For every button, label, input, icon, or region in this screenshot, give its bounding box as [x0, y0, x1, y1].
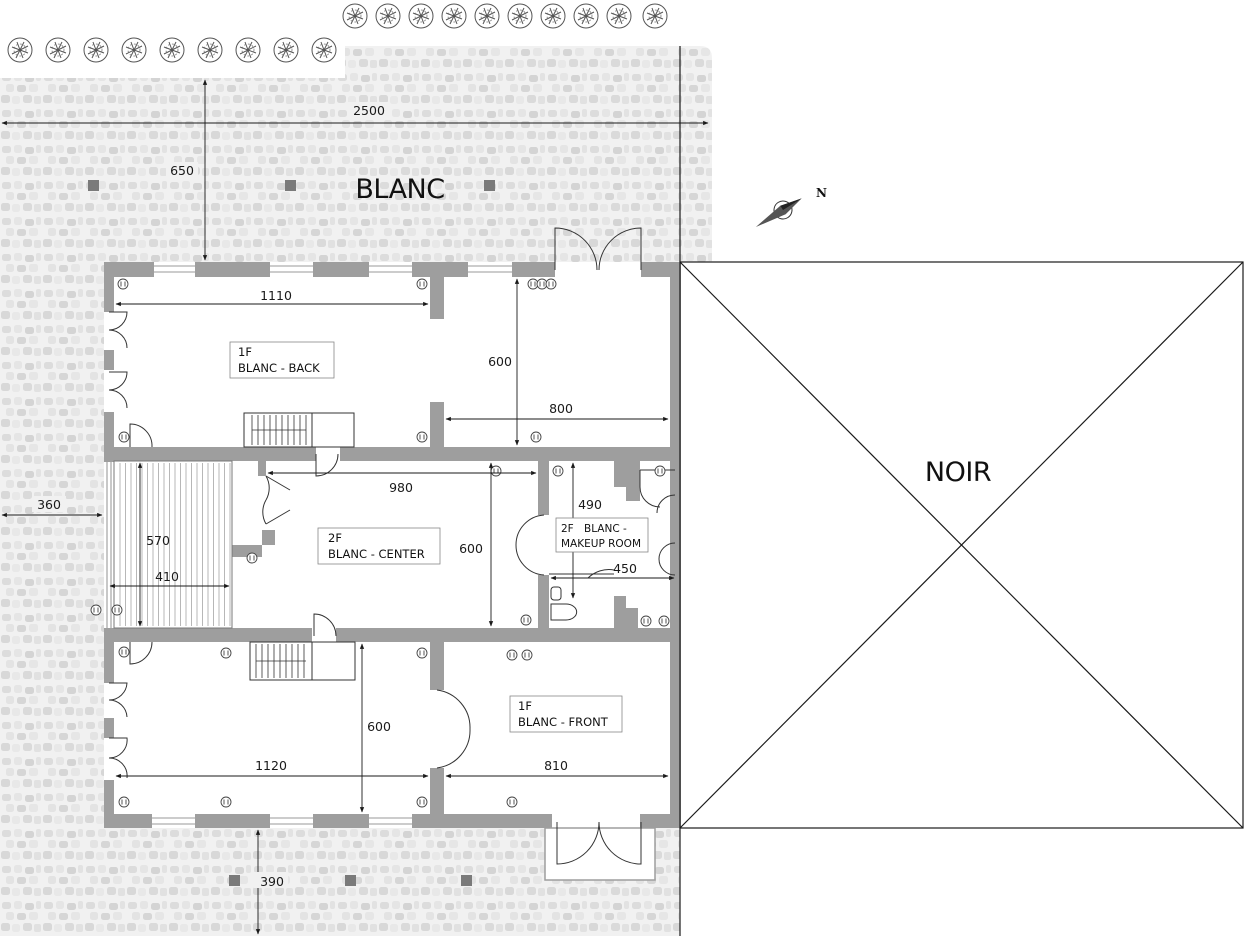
bollards	[88, 180, 495, 886]
dim-overall-width: 2500	[353, 103, 385, 118]
stair-front	[249, 641, 356, 681]
noir-label-bg	[910, 450, 1002, 490]
room-back-name: BLANC - BACK	[238, 361, 320, 375]
room-makeup-floor: 2F	[561, 523, 574, 535]
windows	[106, 265, 512, 825]
dim-front-right-width: 810	[544, 758, 568, 773]
stair-back	[243, 412, 355, 448]
dimension-lines	[1, 79, 709, 935]
room-center-floor: 2F	[328, 531, 342, 545]
room-back-floor: 1F	[238, 345, 252, 359]
sink	[550, 586, 562, 601]
dim-top-setback: 650	[170, 163, 194, 178]
dim-left-setback: 360	[37, 497, 61, 512]
compass-north-label: N	[816, 186, 827, 200]
dim-text-bg	[32, 102, 390, 888]
room-center-name: BLANC - CENTER	[328, 547, 425, 561]
dim-front-depth: 600	[367, 719, 391, 734]
room-front-floor: 1F	[518, 699, 532, 713]
dim-bottom-setback: 390	[260, 874, 284, 889]
walls	[104, 262, 681, 828]
dim-stage-width: 410	[155, 569, 179, 584]
blanc-label: BLANC	[355, 174, 444, 205]
dim-back-right-width: 800	[549, 401, 573, 416]
compass-icon	[755, 198, 802, 227]
room-label-makeup: 2F BLANC - MAKEUP ROOM	[555, 517, 649, 553]
room-label-front: 1F BLANC - FRONT	[509, 695, 623, 733]
dim-center-width: 980	[389, 480, 413, 495]
dim-back-depth: 600	[488, 354, 512, 369]
room-label-center: 2F BLANC - CENTER	[317, 527, 441, 565]
dim-makeup-width: 450	[613, 561, 637, 576]
dim-back-width: 1110	[260, 288, 292, 303]
tree-row-top-left	[7, 37, 337, 63]
dim-makeup-depth: 490	[578, 497, 602, 512]
room-makeup-name-1: BLANC -	[584, 523, 627, 535]
tree-row-top-right	[342, 3, 668, 29]
noir-label: NOIR	[925, 457, 991, 488]
room-makeup-name-2: MAKEUP ROOM	[561, 538, 641, 550]
entry-platform	[544, 827, 656, 881]
room-label-back: 1F BLANC - BACK	[229, 341, 335, 379]
room-front-name: BLANC - FRONT	[518, 715, 609, 729]
toilet	[550, 603, 578, 621]
dim-stage-depth: 570	[146, 533, 170, 548]
stage-platform	[113, 460, 233, 629]
dim-front-width: 1120	[255, 758, 287, 773]
dim-center-depth: 600	[459, 541, 483, 556]
doors	[108, 227, 676, 865]
noir-zone	[679, 261, 1244, 829]
